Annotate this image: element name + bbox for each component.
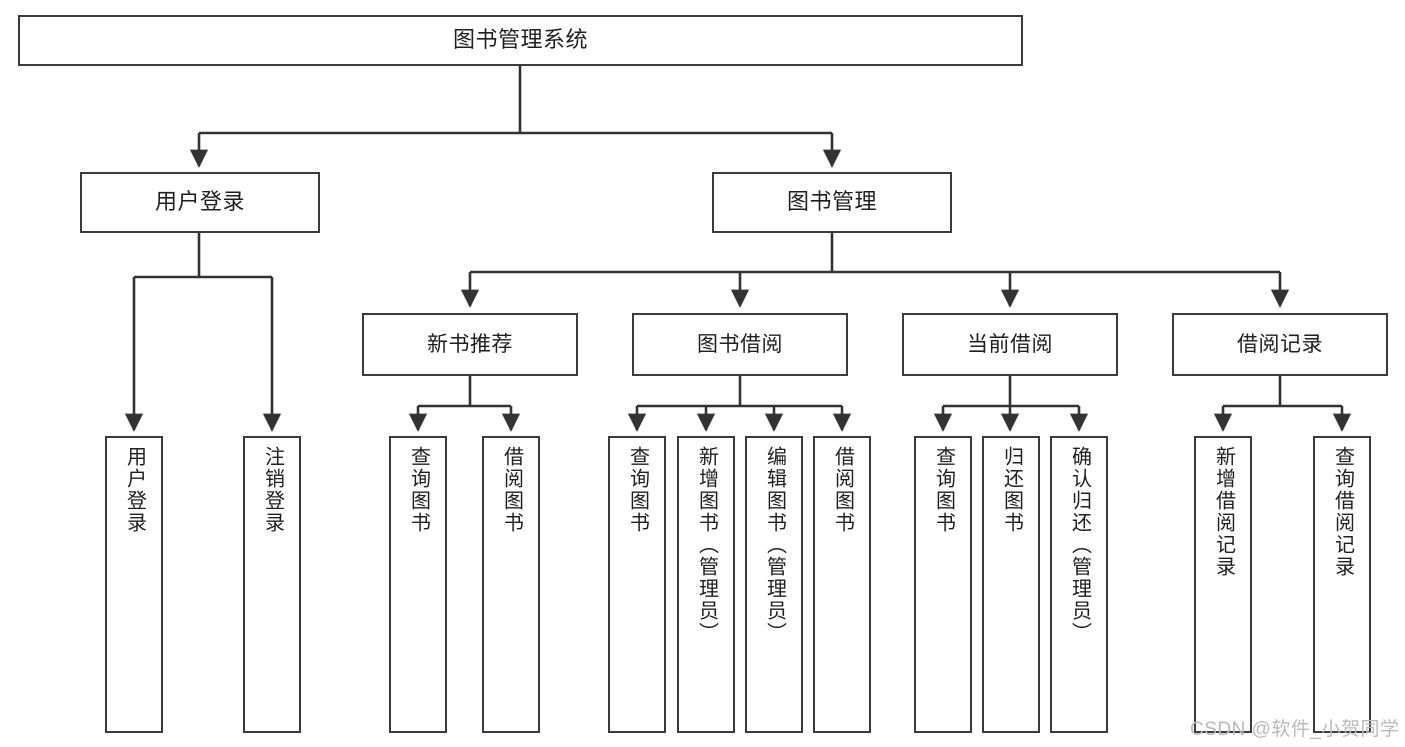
node-book-management[interactable]: 图书管理 — [712, 172, 952, 233]
node-leaf-borrow-book-2-label: 借阅图书 — [831, 446, 854, 534]
node-leaf-query-book-2[interactable]: 查询图书 — [608, 436, 666, 733]
node-leaf-add-record[interactable]: 新增借阅记录 — [1194, 436, 1252, 733]
node-user-login[interactable]: 用户登录 — [80, 172, 320, 233]
node-leaf-logout-login-label: 注销登录 — [261, 446, 284, 534]
watermark: CSDN @软件_小贺同学 — [1190, 719, 1400, 740]
node-book-borrow[interactable]: 图书借阅 — [632, 313, 848, 376]
node-leaf-user-login-label: 用户登录 — [123, 446, 146, 534]
node-leaf-query-record[interactable]: 查询借阅记录 — [1313, 436, 1371, 733]
node-current-borrow[interactable]: 当前借阅 — [902, 313, 1118, 376]
node-leaf-query-book-3-label: 查询图书 — [932, 446, 955, 534]
node-leaf-edit-book[interactable]: 编辑图书（管理员） — [745, 436, 803, 733]
node-borrow-record-label: 借阅记录 — [1237, 332, 1323, 356]
node-current-borrow-label: 当前借阅 — [967, 332, 1053, 356]
node-leaf-borrow-book-1-label: 借阅图书 — [500, 446, 523, 534]
node-leaf-borrow-book-2[interactable]: 借阅图书 — [813, 436, 871, 733]
node-leaf-add-book-label: 新增图书（管理员） — [695, 446, 718, 644]
node-borrow-record[interactable]: 借阅记录 — [1172, 313, 1388, 376]
node-new-book-recommend-label: 新书推荐 — [427, 332, 513, 356]
node-leaf-query-book-2-label: 查询图书 — [626, 446, 649, 534]
node-new-book-recommend[interactable]: 新书推荐 — [362, 313, 578, 376]
node-leaf-return-book-label: 归还图书 — [1000, 446, 1023, 534]
node-leaf-confirm-return-label: 确认归还（管理员） — [1068, 446, 1091, 644]
node-leaf-edit-book-label: 编辑图书（管理员） — [763, 446, 786, 644]
node-leaf-query-record-label: 查询借阅记录 — [1331, 446, 1354, 578]
node-root-label: 图书管理系统 — [452, 27, 588, 53]
node-root[interactable]: 图书管理系统 — [18, 15, 1023, 66]
node-leaf-return-book[interactable]: 归还图书 — [982, 436, 1040, 733]
node-leaf-user-login[interactable]: 用户登录 — [105, 436, 163, 733]
node-leaf-query-book-1[interactable]: 查询图书 — [389, 436, 447, 733]
node-leaf-query-book-1-label: 查询图书 — [407, 446, 430, 534]
node-book-borrow-label: 图书借阅 — [697, 332, 783, 356]
node-leaf-logout-login[interactable]: 注销登录 — [243, 436, 301, 733]
node-book-management-label: 图书管理 — [786, 189, 877, 215]
node-leaf-query-book-3[interactable]: 查询图书 — [914, 436, 972, 733]
node-leaf-add-book[interactable]: 新增图书（管理员） — [677, 436, 735, 733]
node-leaf-confirm-return[interactable]: 确认归还（管理员） — [1050, 436, 1108, 733]
node-user-login-label: 用户登录 — [154, 189, 245, 215]
node-leaf-add-record-label: 新增借阅记录 — [1212, 446, 1235, 578]
node-leaf-borrow-book-1[interactable]: 借阅图书 — [482, 436, 540, 733]
